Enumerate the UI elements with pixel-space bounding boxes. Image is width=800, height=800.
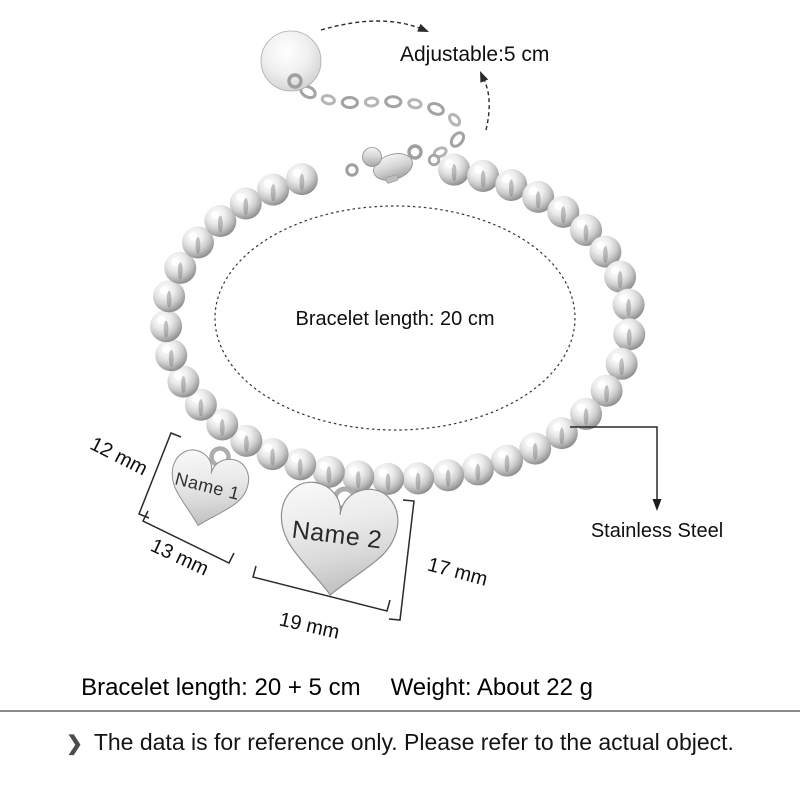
bracelet-illustration: Name 1 Name 2 A	[86, 20, 723, 644]
adjustable-label: Adjustable:5 cm	[400, 43, 549, 66]
dashed-arrow-right-icon	[417, 23, 429, 32]
disclaimer-bar: ❯ The data is for reference only. Please…	[0, 712, 800, 800]
length-dashed-ellipse	[214, 205, 576, 431]
dim-12mm-line	[138, 432, 182, 519]
bracelet-photo: Name 1 Name 2	[150, 30, 646, 603]
disclaimer-text: The data is for reference only. Please r…	[93, 729, 734, 755]
spec-weight: Weight: About 22 g	[390, 674, 593, 701]
annotation-layer	[138, 20, 662, 621]
adjustable-arc-left	[320, 20, 425, 31]
spec-length: Bracelet length: 20 + 5 cm	[81, 674, 361, 701]
dim-19mm-label: 19 mm	[277, 609, 342, 644]
material-label: Stainless Steel	[591, 520, 723, 542]
heart-charm-small: Name 1	[160, 445, 254, 536]
chevron-bullet-icon: ❯	[66, 733, 83, 755]
divider-line	[0, 710, 800, 712]
round-tag	[260, 30, 322, 92]
tag-jump-ring	[287, 73, 303, 89]
material-arrow-down-icon	[652, 499, 662, 511]
adjustable-arc-right	[481, 75, 490, 131]
dim-17mm-line	[388, 499, 415, 621]
heart-charm-large: Name 2	[271, 478, 403, 603]
dim-13mm-label: 13 mm	[147, 535, 212, 581]
dim-19mm-line	[252, 565, 391, 612]
inner-length-label: Bracelet length: 20 cm	[296, 308, 495, 330]
material-pointer-line	[570, 426, 658, 502]
extender-chain	[299, 84, 466, 159]
dim-17mm-label: 17 mm	[425, 554, 490, 591]
dashed-arrow-up-icon	[480, 71, 489, 83]
bead-strand	[150, 153, 646, 495]
dim-12mm-label: 12 mm	[86, 433, 150, 480]
spec-line: Bracelet length: 20 + 5 cm Weight: About…	[0, 674, 800, 702]
lobster-clasp-icon	[345, 144, 441, 184]
dim-13mm-line	[141, 510, 235, 564]
